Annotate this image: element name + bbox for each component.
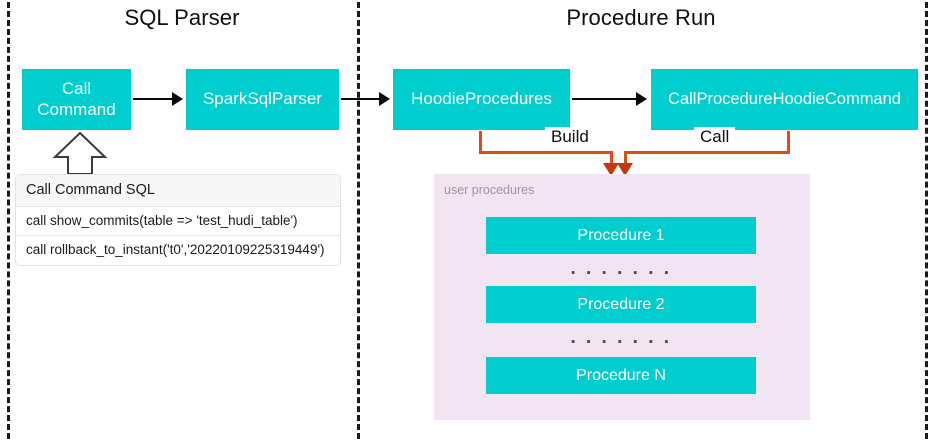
build-edge-drop <box>610 151 613 166</box>
section-title-sql-parser: SQL Parser <box>124 5 240 30</box>
sql-panel-row[interactable]: call show_commits(table => 'test_hudi_ta… <box>16 207 340 236</box>
connector-spark-sql-parser-to-hoodie-procedures <box>341 98 381 100</box>
build-edge-vertical-stem <box>479 131 482 154</box>
connector-arrowhead-2 <box>379 92 390 106</box>
call-edge-drop <box>624 151 627 166</box>
build-edge-horizontal <box>479 151 613 154</box>
connector-arrowhead-1 <box>172 92 183 106</box>
procedure-box-1[interactable]: Procedure 1 <box>486 217 756 254</box>
procedure-ellipsis: . . . . . . . <box>570 327 672 348</box>
node-spark-sql-parser[interactable]: SparkSqlParser <box>186 69 339 130</box>
call-edge-horizontal <box>624 151 790 154</box>
sql-panel-header: Call Command SQL <box>16 175 340 207</box>
divider-right <box>925 2 928 439</box>
divider-left <box>7 2 10 439</box>
node-call-command[interactable]: Call Command <box>22 69 131 130</box>
build-edge-arrowhead <box>603 163 619 176</box>
divider-middle <box>357 2 360 439</box>
section-title-procedure-run: Procedure Run <box>566 5 716 30</box>
call-edge-label: Call <box>694 127 736 147</box>
node-hoodie-procedures[interactable]: HoodieProcedures <box>393 69 570 130</box>
build-edge-label: Build <box>545 127 595 147</box>
procedure-box-n[interactable]: Procedure N <box>486 357 756 394</box>
connector-call-command-to-spark-sql-parser <box>133 98 174 100</box>
connector-arrowhead-3 <box>636 92 647 106</box>
connector-hoodie-procedures-to-call-procedure-hoodie-command <box>572 98 638 100</box>
procedure-box-2[interactable]: Procedure 2 <box>486 286 756 323</box>
node-call-procedure-hoodie-command[interactable]: CallProcedureHoodieCommand <box>651 69 918 130</box>
procedure-ellipsis: . . . . . . . <box>570 258 672 279</box>
call-edge-arrowhead <box>617 163 633 176</box>
user-procedures-label: user procedures <box>444 183 535 197</box>
call-command-sql-panel: Call Command SQL call show_commits(table… <box>15 174 341 266</box>
up-arrow-icon <box>52 131 108 176</box>
call-edge-vertical-stem <box>787 131 790 154</box>
sql-panel-row[interactable]: call rollback_to_instant('t0','202201092… <box>16 236 340 264</box>
